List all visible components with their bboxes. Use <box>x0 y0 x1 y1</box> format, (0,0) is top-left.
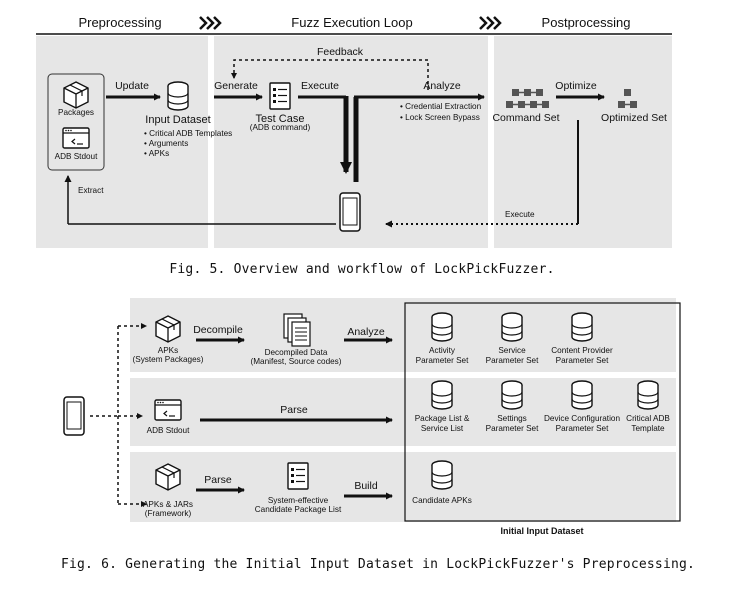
input-dataset-label: Input Dataset <box>145 114 211 126</box>
command-set-icon <box>506 89 549 108</box>
settings-db-icon <box>501 380 523 410</box>
terminal-icon <box>62 127 90 149</box>
phase-postprocessing: Postprocessing <box>541 15 631 30</box>
list-icon <box>287 462 309 490</box>
content-provider-db-icon <box>571 312 593 342</box>
chevron-icon <box>479 16 502 30</box>
postprocessing-panel <box>494 36 672 248</box>
update-label: Update <box>115 80 149 92</box>
test-case-icon <box>269 82 291 110</box>
candidate-apks-db-icon <box>431 460 453 490</box>
phase-fuzz-loop: Fuzz Execution Loop <box>291 15 413 30</box>
service-db-icon <box>501 312 523 342</box>
test-case-label: Test Case <box>255 113 305 125</box>
feedback-label: Feedback <box>316 46 364 58</box>
package-list-db-icon <box>431 380 453 410</box>
optimized-set-label: Optimized Set <box>601 112 667 124</box>
package-icon <box>155 463 181 491</box>
candidate-list-label2: Candidate Package List <box>254 505 342 514</box>
documents-icon <box>283 313 311 347</box>
decompile-label: Decompile <box>193 324 243 336</box>
fig6-caption: Fig. 6. Generating the Initial Input Dat… <box>60 557 696 572</box>
build-label: Build <box>354 480 378 492</box>
generate-label: Generate <box>214 80 258 92</box>
device-config-db-icon <box>571 380 593 410</box>
phase-preprocessing: Preprocessing <box>78 15 162 30</box>
row2-panel <box>130 378 676 446</box>
packages-label: Packages <box>58 108 94 117</box>
parse-label: Parse <box>280 404 308 416</box>
execute-bottom-label: Execute <box>505 210 535 219</box>
activity-db-icon <box>431 312 453 342</box>
phone-icon <box>63 396 85 436</box>
apks-jars-sub: (Framework) <box>144 509 192 518</box>
analyze-item: Credential Extraction <box>400 102 481 112</box>
parse-label: Parse <box>204 474 232 486</box>
candidate-list-label: System-effective <box>267 496 329 505</box>
apks-label: APKs <box>157 346 179 355</box>
extract-label: Extract <box>78 186 104 195</box>
candidate-apks-label: Candidate APKs <box>412 496 472 505</box>
analyze-item: Lock Screen Bypass <box>400 113 480 123</box>
adb-stdout-label: ADB Stdout <box>146 426 190 435</box>
apks-jars-label: APKs & JARs <box>142 500 194 509</box>
fig5-caption: Fig. 5. Overview and workflow of LockPic… <box>169 262 555 277</box>
phone-icon <box>339 192 361 232</box>
optimize-label: Optimize <box>555 80 597 92</box>
package-list-label: Package List &Service List <box>414 414 470 433</box>
package-icon <box>155 315 181 343</box>
analyze-label: Analyze <box>423 80 461 92</box>
initial-input-dataset-label: Initial Input Dataset <box>500 526 584 536</box>
execute-label: Execute <box>301 80 339 92</box>
decompiled-label: Decompiled Data <box>264 348 328 357</box>
apks-sub: (System Packages) <box>132 355 204 364</box>
row3-panel <box>130 452 676 522</box>
adb-stdout-label: ADB Stdout <box>54 152 98 161</box>
terminal-icon <box>154 399 182 421</box>
decompiled-sub: (Manifest, Source codes) <box>250 357 342 366</box>
test-case-sub: (ADB command) <box>249 123 311 132</box>
analyze-label: Analyze <box>347 326 385 338</box>
input-dataset-item: Arguments <box>144 139 188 149</box>
chevron-icon <box>199 16 222 30</box>
critical-adb-db-icon <box>637 380 659 410</box>
package-icon <box>63 81 89 109</box>
command-set-label: Command Set <box>492 112 560 124</box>
source-box <box>47 73 105 171</box>
optimized-set-icon <box>618 89 637 108</box>
initial-input-dataset-box <box>404 302 681 522</box>
database-icon <box>167 81 189 111</box>
input-dataset-item: APKs <box>144 149 169 159</box>
input-dataset-item: Critical ADB Templates <box>144 129 232 139</box>
